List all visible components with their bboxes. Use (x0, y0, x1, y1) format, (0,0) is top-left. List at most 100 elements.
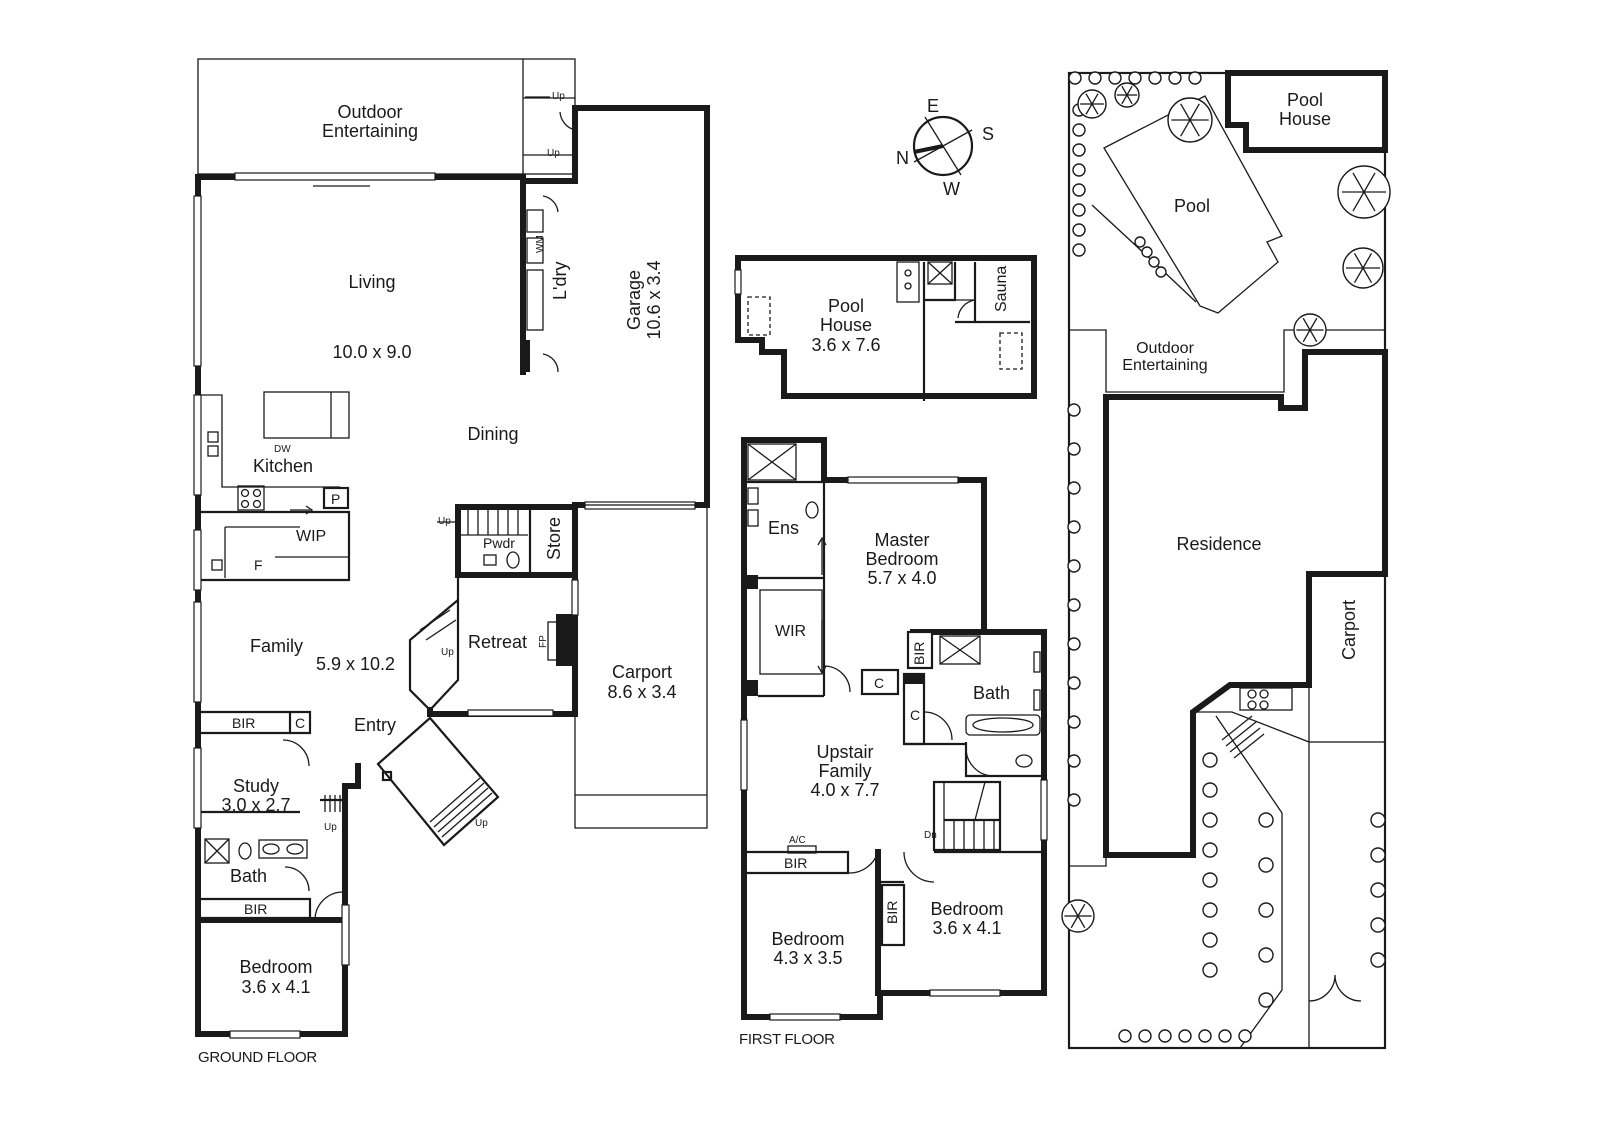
upstair-size: 4.0 x 7.7 (810, 780, 879, 800)
tree-icon (1258, 857, 1274, 873)
family-size: 5.9 x 10.2 (316, 654, 395, 674)
tree-icon (1088, 71, 1102, 85)
tree-icon (1370, 917, 1386, 933)
c-label: C (910, 707, 920, 723)
tree-icon (1258, 992, 1274, 1008)
ground-bir-row: BIR C (201, 710, 312, 735)
tree-icon (1138, 1029, 1152, 1043)
ground-floor: Outdoor Entertaining Up Up WM L'dry (193, 58, 710, 1066)
tree-icon (1072, 143, 1086, 157)
tree-icon (1067, 403, 1081, 417)
kitchen: P DW Kitchen (201, 391, 350, 515)
site-pool-house-2: House (1279, 109, 1331, 129)
bath-label: Bath (973, 683, 1010, 703)
tree-icon (1238, 1029, 1252, 1043)
ground-stairs-core: Up Pwdr Store (437, 504, 578, 578)
compass: E S W N (896, 96, 994, 199)
ground-bath: Bath (204, 838, 310, 892)
first-floor-caption: FIRST FLOOR (739, 1031, 835, 1048)
tree-icon (1258, 812, 1274, 828)
study: Up Study 3.0 x 2.7 (201, 739, 347, 833)
tree-icon (1141, 246, 1153, 258)
tree-icon (1158, 1029, 1172, 1043)
outdoor-entertaining-ground: Outdoor Entertaining Up Up (197, 58, 576, 175)
compass-west: W (943, 179, 960, 199)
bir-label: BIR (244, 901, 267, 917)
wir-label: WIR (775, 623, 806, 640)
upstair-label-2: Family (819, 761, 872, 781)
tree-icon (1202, 902, 1218, 918)
bedroom-size: 3.6 x 4.1 (241, 977, 310, 997)
bir-label: BIR (884, 901, 900, 924)
living-label: Living (348, 272, 395, 292)
ground-bedroom: BIR Bedroom 3.6 x 4.1 (201, 891, 344, 997)
tree-icon (1108, 71, 1122, 85)
retreat: FP Retreat Up (408, 577, 572, 717)
garage-size: 10.6 x 3.4 (644, 260, 664, 339)
garage-label: Garage (624, 270, 644, 330)
family-label: Family (250, 636, 303, 656)
site-residence-label: Residence (1176, 534, 1261, 554)
tree-icon (1258, 902, 1274, 918)
bir-label: BIR (784, 855, 807, 871)
store-label: Store (544, 517, 564, 560)
tree-icon (1370, 812, 1386, 828)
master-label-2: Bedroom (865, 549, 938, 569)
bedroom-4-label: Bedroom (771, 929, 844, 949)
tree-icon (1072, 123, 1086, 137)
carport-ground: Carport 8.6 x 3.4 (571, 504, 708, 829)
first-bir-ac: A/C BIR BIR (747, 835, 1044, 996)
compass-east: E (927, 96, 939, 116)
tree-icon (1067, 676, 1081, 690)
tree-icon (1258, 947, 1274, 963)
wip: WIP F (201, 510, 351, 582)
tree-icon (1370, 847, 1386, 863)
study-size: 3.0 x 2.7 (221, 795, 290, 815)
ac-label: A/C (789, 835, 806, 846)
tree-icon (1198, 1029, 1212, 1043)
master-size: 5.7 x 4.0 (867, 568, 936, 588)
tree-icon (1067, 637, 1081, 651)
tree-icon (1202, 962, 1218, 978)
c-label: C (874, 675, 884, 691)
fp-label: FP (538, 635, 549, 648)
tree-icon (1118, 1029, 1132, 1043)
compass-north: N (896, 148, 909, 168)
dw-label: DW (274, 444, 291, 455)
pool-house-label-1: Pool (828, 296, 864, 316)
laundry: WM L'dry (520, 178, 570, 375)
tree-icon (1188, 71, 1202, 85)
tree-icon (1072, 223, 1086, 237)
tree-icon (1072, 203, 1086, 217)
sauna-label: Sauna (993, 266, 1010, 312)
tree-icon (1067, 481, 1081, 495)
tree-icon (1072, 183, 1086, 197)
bath-label: Bath (230, 866, 267, 886)
site-trees (1061, 71, 1391, 1043)
wir: WIR (744, 480, 851, 698)
tree-icon (1178, 1029, 1192, 1043)
tree-icon (1148, 256, 1160, 268)
up-label: Up (547, 148, 560, 159)
tree-icon (1072, 243, 1086, 257)
tree-icon (1218, 1029, 1232, 1043)
tree-icon (1067, 559, 1081, 573)
ground-outer-wall (195, 105, 710, 1037)
laundry-label: L'dry (550, 262, 570, 300)
bir-label: BIR (232, 715, 255, 731)
carport-size: 8.6 x 3.4 (607, 682, 676, 702)
pool-house-plan: Sauna Pool House 3.6 x 7.6 (734, 255, 1037, 401)
tree-icon (1067, 520, 1081, 534)
garage: Garage 10.6 x 3.4 (578, 260, 704, 510)
master-label-1: Master (874, 530, 929, 550)
ensuite: Ens (744, 443, 827, 575)
tree-icon (1155, 266, 1167, 278)
retreat-label: Retreat (468, 632, 527, 652)
tree-icon (1202, 812, 1218, 828)
tree-icon (1202, 842, 1218, 858)
tree-icon (1067, 442, 1081, 456)
c-label: C (295, 715, 305, 731)
tree-icon (1134, 236, 1146, 248)
pwdr-label: Pwdr (483, 535, 515, 551)
tree-icon (1370, 882, 1386, 898)
